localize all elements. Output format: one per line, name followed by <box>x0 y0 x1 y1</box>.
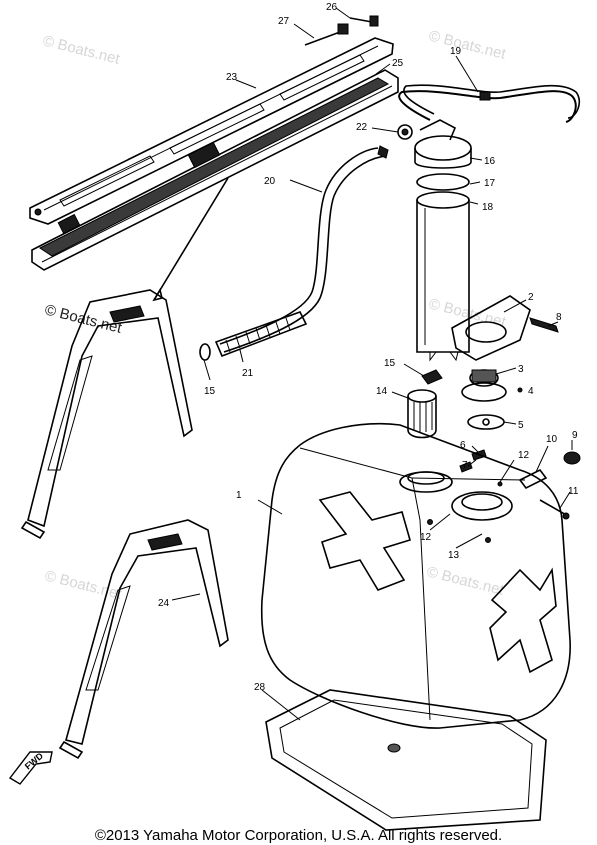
fwd-arrow: FWD <box>8 750 53 785</box>
callout-25: 25 <box>392 58 404 69</box>
watermark: © Boats.net <box>425 563 506 599</box>
part-22-clamp <box>397 124 413 140</box>
callout-16: 16 <box>484 156 496 167</box>
callout-1: 1 <box>236 490 242 501</box>
part-19-breather-hose <box>398 84 581 123</box>
part-2-8-fuel-cap <box>451 295 559 430</box>
callout-8: 8 <box>556 312 562 323</box>
callout-7: 7 <box>462 460 468 471</box>
callout-12-lower: 12 <box>420 532 432 543</box>
callout-5: 5 <box>518 420 524 431</box>
part-16-18-fuel-sender <box>414 119 472 362</box>
callout-19: 19 <box>450 46 462 57</box>
callout-4: 4 <box>528 386 534 397</box>
callout-13: 13 <box>448 550 460 561</box>
part-25-rail-cushion <box>31 69 399 271</box>
part-1-fuel-tank <box>260 422 571 729</box>
part-23-seat-rail <box>29 37 394 225</box>
callout-27: 27 <box>278 16 290 27</box>
callout-14: 14 <box>376 386 388 397</box>
copyright-notice: ©2013 Yamaha Motor Corporation, U.S.A. A… <box>94 827 503 844</box>
callout-9: 9 <box>572 430 578 441</box>
watermark: © Boats.net <box>41 32 122 68</box>
callout-28: 28 <box>254 682 266 693</box>
callout-15-lower: 15 <box>204 386 216 397</box>
watermark: © Boats.net <box>427 295 508 331</box>
callout-11: 11 <box>568 486 579 497</box>
callout-20: 20 <box>264 176 276 187</box>
callout-22: 22 <box>356 122 368 133</box>
callout-12-upper: 12 <box>518 450 530 461</box>
parts-26-27-bolts <box>304 15 379 46</box>
part-24-tank-brackets <box>20 289 229 760</box>
part-14-15-filter <box>407 369 443 439</box>
callout-labels: 1 2 3 4 5 6 7 8 9 10 11 12 12 13 14 15 1… <box>158 2 579 693</box>
callout-3: 3 <box>518 364 524 375</box>
callout-23: 23 <box>226 72 238 83</box>
callout-18: 18 <box>482 202 494 213</box>
parts-6-11-fasteners <box>459 449 581 520</box>
callout-17: 17 <box>484 178 496 189</box>
callout-6: 6 <box>460 440 466 451</box>
callout-15-upper: 15 <box>384 358 396 369</box>
callout-26: 26 <box>326 2 338 13</box>
callout-24: 24 <box>158 598 170 609</box>
part-20-21-fuel-hose <box>199 145 389 361</box>
leader-lines <box>152 7 573 721</box>
callout-21: 21 <box>242 368 254 379</box>
callout-10: 10 <box>546 434 558 445</box>
part-28-tank-mat <box>265 689 547 831</box>
callout-2: 2 <box>528 292 534 303</box>
fwd-label: FWD <box>23 750 46 771</box>
watermark: © Boats.net <box>427 27 508 63</box>
